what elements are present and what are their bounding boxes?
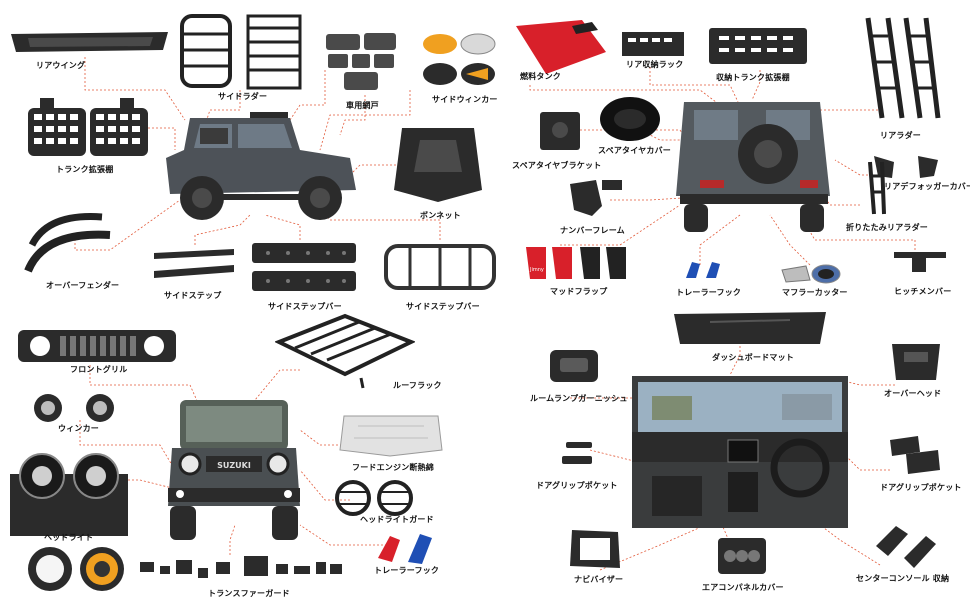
label-car-screen: 車用網戸 xyxy=(346,101,379,110)
label-hood-insulation: フードエンジン断熱綿 xyxy=(352,463,434,472)
hood-insulation-image xyxy=(339,415,443,457)
mud-flap-image: Jimny xyxy=(526,247,626,279)
headlight-image xyxy=(10,453,128,536)
over-fender-image xyxy=(24,213,111,273)
front-grill-image xyxy=(18,330,176,362)
hitch-member-image xyxy=(894,252,946,272)
label-spare-tire-cover: スペアタイヤカバー xyxy=(598,146,671,155)
spare-tire-cover-image xyxy=(600,97,660,141)
label-trunk-shelf: トランク拡張棚 xyxy=(56,165,114,174)
fuel-tank-image xyxy=(516,20,606,74)
headlight-guard-image xyxy=(335,480,413,516)
label-over-fender: オーバーフェンダー xyxy=(46,281,120,290)
label-fuel-tank: 燃料タンク xyxy=(520,72,561,81)
label-room-lamp-garnish: ルームランプガーニッシュ xyxy=(530,394,628,403)
center-console-image xyxy=(876,526,936,568)
navi-visor-image xyxy=(570,530,620,568)
muffler-cutter-image xyxy=(781,264,841,284)
number-frame-image xyxy=(570,180,622,216)
bonnet-image xyxy=(394,128,482,202)
headlight-lit-image xyxy=(28,547,124,591)
trunk-storage-shelf-image xyxy=(709,28,807,64)
label-overhead: オーバーヘッド xyxy=(884,389,942,398)
side-step-bar-1-image xyxy=(252,243,356,291)
label-rear-storage-rack: リア収納ラック xyxy=(626,60,684,69)
label-muffler-cutter: マフラーカッター xyxy=(782,288,848,297)
rear-wing-image xyxy=(11,32,168,52)
side-ladder-image xyxy=(180,14,302,90)
label-trunk-storage-shelf: 収納トランク拡張棚 xyxy=(716,73,790,82)
jimny-side-view-image xyxy=(166,112,356,220)
door-grip-pocket-right-image xyxy=(890,436,940,474)
transfer-guard-image xyxy=(140,556,342,578)
label-bonnet: ボンネット xyxy=(420,211,461,220)
ac-panel-cover-image xyxy=(718,538,766,574)
label-trailer-hook-rear: トレーラーフック xyxy=(676,288,742,297)
label-roof-rack: ルーフラック xyxy=(393,381,442,390)
side-step-image xyxy=(154,249,234,278)
label-front-grill: フロントグリル xyxy=(70,365,128,374)
label-hitch-member: ヒッチメンバー xyxy=(894,287,952,296)
label-trailer-hook-front: トレーラーフック xyxy=(374,566,440,575)
label-door-grip-pocket-right: ドアグリップポケット xyxy=(880,483,962,492)
label-folding-rear-ladder: 折りたたみリアラダー xyxy=(846,223,928,232)
label-side-step: サイドステップ xyxy=(164,291,222,300)
overhead-image xyxy=(892,344,940,380)
label-side-step-bar-1: サイドステップバー xyxy=(268,302,342,311)
winker-image xyxy=(34,394,114,422)
interior-photo xyxy=(632,376,848,528)
side-winker-image xyxy=(423,33,496,85)
label-rear-fog-cover: リアデフォッガーカバー xyxy=(884,182,970,191)
label-side-winker: サイドウィンカー xyxy=(432,95,498,104)
jimny-rear-view-image xyxy=(676,102,830,232)
label-mud-flap: マッドフラップ xyxy=(550,287,608,296)
label-door-grip-pocket-left: ドアグリップポケット xyxy=(536,481,618,490)
car-screen-image xyxy=(326,33,396,90)
side-step-bar-2-image xyxy=(384,244,496,290)
label-spare-tire-bracket: スペアタイヤブラケット xyxy=(512,161,602,170)
rear-storage-rack-image xyxy=(622,32,684,56)
label-headlight: ヘッドライト xyxy=(44,533,94,542)
label-transfer-guard: トランスファーガード xyxy=(208,589,290,598)
mudflap-logo: Jimny xyxy=(529,267,544,273)
trunk-shelf-image xyxy=(28,98,148,156)
label-winker: ウィンカー xyxy=(58,424,99,433)
spare-tire-bracket-image xyxy=(540,112,580,150)
suzuki-badge: SUZUKI xyxy=(217,461,251,470)
label-rear-ladder: リアラダー xyxy=(880,131,921,140)
dashboard-mat-image xyxy=(674,312,826,344)
label-side-ladder: サイドラダー xyxy=(218,92,268,101)
label-rear-wing: リアウイング xyxy=(36,61,86,70)
label-ac-panel-cover: エアコンパネルカバー xyxy=(702,583,784,592)
label-center-console: センターコンソール 収納 xyxy=(856,574,950,583)
jimny-front-view-image: SUZUKI xyxy=(168,400,300,540)
folding-rear-ladder-image xyxy=(868,161,886,215)
trailer-hook-front-image xyxy=(378,534,432,564)
label-navi-visor: ナビバイザー xyxy=(574,575,624,584)
label-dashboard-mat: ダッシュボードマット xyxy=(712,353,794,362)
label-number-frame: ナンバーフレーム xyxy=(560,226,625,235)
label-side-step-bar-2: サイドステップバー xyxy=(406,302,480,311)
label-headlight-guard: ヘッドライトガード xyxy=(360,515,434,524)
roof-rack-image xyxy=(275,313,415,389)
rear-ladder-image xyxy=(865,17,941,119)
door-grip-pocket-left-image xyxy=(562,442,592,464)
room-lamp-garnish-image xyxy=(550,350,598,382)
trailer-hook-rear-image xyxy=(686,262,720,278)
